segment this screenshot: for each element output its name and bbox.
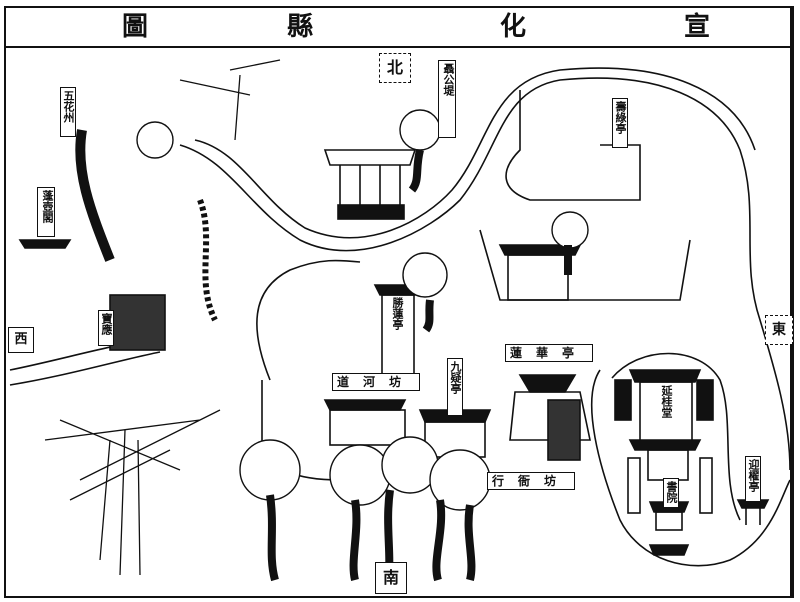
river-lower [256,259,361,381]
label-pengying: 蓬壺閣 [37,187,55,237]
wall-left-2 [9,351,161,386]
map-frame [4,6,794,598]
title-bar: 圖 縣 化 宣 [4,6,794,48]
direction-east: 東 [765,315,793,345]
enclosure-ne [505,90,641,201]
title-char-2: 化 [500,12,527,42]
river-upper [179,77,791,471]
label-shoulu-ting: 壽綠亭 [612,98,628,148]
label-daohe-fang: 道河坊 [332,373,421,391]
river-upper-inner [194,67,756,239]
direction-west: 西 [8,327,34,353]
road-right-inner [611,352,741,521]
road-right-loop [590,369,791,567]
label-bao: 寶應 [98,310,114,346]
enclosure-ne-2 [479,229,691,301]
label-jiuyi-ting: 九疑亭 [447,358,463,416]
label-shenglian-ting: 勝蓮亭 [391,297,404,330]
label-yingzhao-ting: 迎櫂亭 [745,456,761,502]
label-wuhuazhou: 五花州 [60,87,76,137]
gate-upper [323,149,417,166]
title-char-1: 宣 [684,12,711,42]
direction-north: 北 [379,53,411,83]
label-yangui-tang: 延桂堂 [660,385,673,418]
title-char-4: 圖 [122,12,149,42]
direction-south: 南 [375,562,407,594]
label-shuyuan: 書院 [663,478,679,508]
label-niegongdi: 聶公堤 [438,60,456,138]
label-lianhua-ting: 蓮華亭 [505,344,594,362]
label-hangya-fang: 行衙坊 [487,472,576,490]
title-char-3: 縣 [287,12,314,42]
